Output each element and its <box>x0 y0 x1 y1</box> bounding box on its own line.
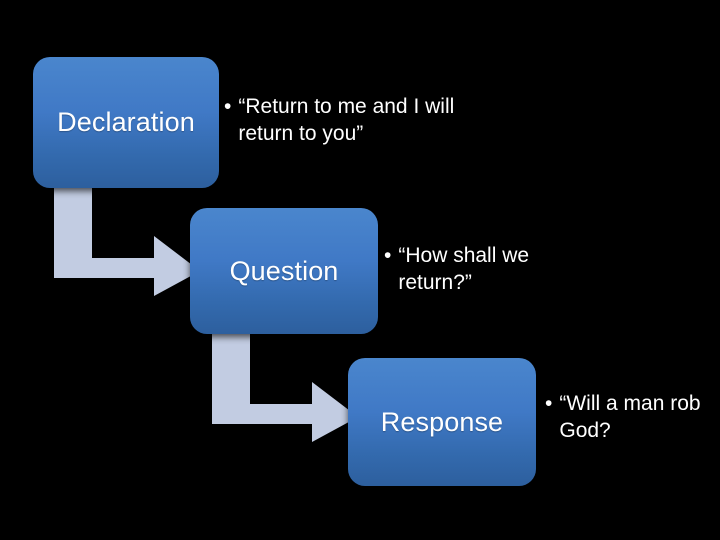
bullet-question: • “How shall we return?” <box>384 243 584 297</box>
bullet-marker-icon: • <box>384 244 392 267</box>
connector-question-response-icon <box>212 332 358 442</box>
bullet-marker-icon: • <box>545 392 553 415</box>
bullet-response: • “Will a man rob God? <box>545 391 717 445</box>
bullet-question-text: “How shall we return?” <box>398 244 530 294</box>
process-node-response[interactable]: Response <box>348 358 536 486</box>
bullet-marker-icon: • <box>224 95 232 118</box>
bullet-declaration: • “Return to me and I will return to you… <box>224 94 464 148</box>
bullet-response-text: “Will a man rob God? <box>559 392 701 442</box>
process-node-declaration[interactable]: Declaration <box>33 57 219 188</box>
process-node-question[interactable]: Question <box>190 208 378 334</box>
process-node-question-label: Question <box>229 255 339 286</box>
process-node-response-label: Response <box>380 406 504 437</box>
process-node-declaration-label: Declaration <box>57 107 195 138</box>
bullet-declaration-text: “Return to me and I will return to you” <box>238 95 455 145</box>
connector-declaration-question-icon <box>54 186 200 296</box>
